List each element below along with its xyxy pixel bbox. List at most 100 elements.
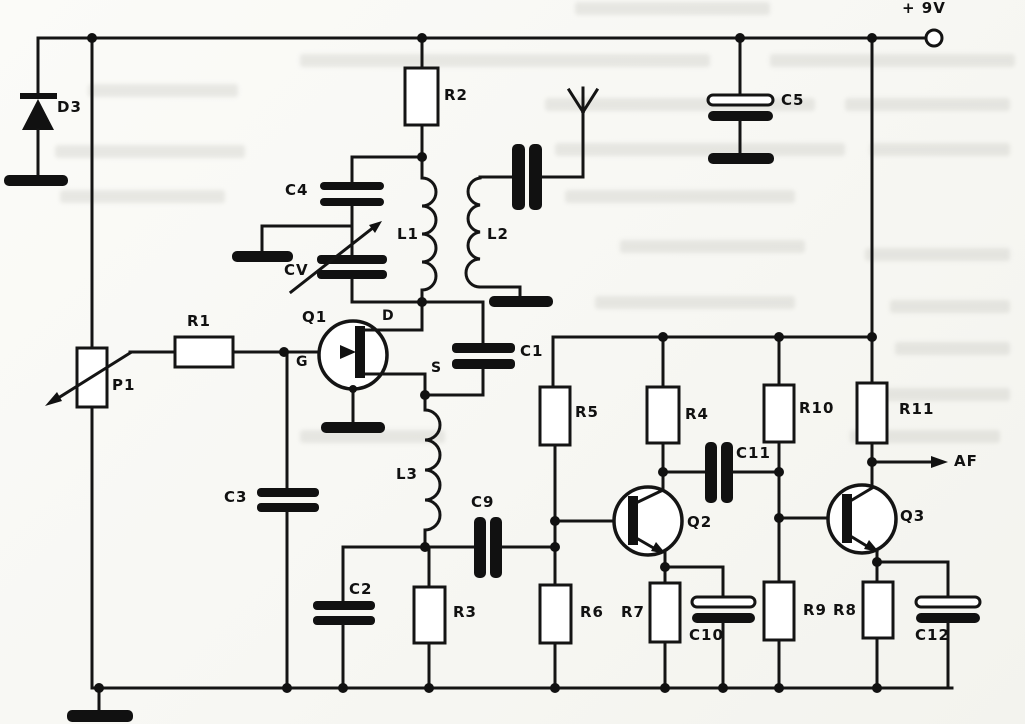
page-bleedthrough-smudge (895, 342, 1010, 355)
label-l1: L1 (397, 225, 419, 243)
collector-lead (849, 460, 874, 503)
capacitor-c12 (914, 595, 982, 609)
resistor-r2-branch (403, 36, 440, 159)
label-d3: D3 (57, 98, 82, 116)
label-cv: CV (284, 261, 309, 279)
fet-q1 (317, 300, 427, 433)
label-r4: R4 (685, 405, 709, 423)
coil-l1 (420, 155, 438, 304)
capacitor-c5-branch (706, 36, 775, 164)
transistor-q2 (612, 470, 684, 569)
battery-terminal (924, 28, 944, 48)
tuning-branch-c4-cv (232, 155, 424, 304)
page-bleedthrough-smudge (890, 300, 1010, 313)
variable-arrowhead (369, 221, 382, 233)
page-bleedthrough-smudge (575, 2, 770, 15)
label-c3: C3 (224, 488, 248, 506)
diode-d3-branch (4, 36, 68, 186)
label-l3: L3 (396, 465, 418, 483)
label-c1: C1 (520, 342, 544, 360)
ground-symbol (67, 710, 133, 722)
af-arrowhead (931, 456, 948, 468)
gate-arrowhead (340, 345, 356, 359)
ground-symbol (4, 175, 68, 186)
fet-channel-bar (355, 326, 365, 378)
page-bleedthrough-smudge (870, 143, 1010, 156)
label-r1: R1 (187, 312, 211, 330)
ground-symbol (708, 153, 774, 164)
collector-lead (635, 470, 665, 505)
potentiometer-p1-branch (45, 36, 133, 690)
drain-lead (363, 300, 424, 332)
base-bar (628, 496, 638, 545)
page-bleedthrough-smudge (620, 240, 805, 253)
page-bleedthrough-smudge (60, 190, 225, 203)
emitter-q2-branch (648, 565, 757, 690)
label-r10: R10 (799, 399, 835, 417)
capacitor-c11 (661, 442, 781, 503)
resistor-r5-r6-column (538, 385, 630, 690)
label-r2: R2 (444, 86, 468, 104)
label-c5: C5 (781, 91, 805, 109)
label-r5: R5 (575, 403, 599, 421)
page-bleedthrough-smudge (595, 296, 795, 309)
capacitor-c9 (341, 517, 557, 578)
emitter-arrowhead (864, 540, 879, 552)
resistor-r10-r9-column (762, 335, 844, 690)
resistor-r3-branch (412, 545, 447, 690)
page-bleedthrough-smudge (300, 430, 445, 443)
label-c9: C9 (471, 493, 495, 511)
page-bleedthrough-smudge (555, 143, 845, 156)
label-c11: C11 (736, 444, 771, 462)
wiper-arrowhead (45, 392, 62, 406)
label-q1: Q1 (302, 308, 328, 326)
ground-symbol (232, 251, 293, 262)
label-q3: Q3 (900, 507, 926, 525)
label-c2: C2 (349, 580, 373, 598)
emitter-arrowhead (651, 542, 666, 554)
label-r9: R9 (803, 601, 827, 619)
label-gate: G (296, 354, 309, 370)
variable-arrow (288, 224, 377, 295)
amp-supply-rail (551, 36, 874, 389)
coil-l3 (423, 393, 442, 549)
label-l2: L2 (487, 225, 509, 243)
page-bleedthrough-smudge (565, 190, 795, 203)
capacitor-c2-branch (313, 545, 375, 690)
ground-symbol (489, 296, 553, 307)
capacitor-c10 (690, 595, 757, 609)
label-q2: Q2 (687, 513, 713, 531)
page-bleedthrough-smudge (770, 54, 1015, 67)
label-af-output: AF (954, 452, 978, 470)
coil-l2 (464, 176, 553, 307)
af-output-arrow (870, 456, 948, 468)
label-power: + 9V (902, 0, 946, 17)
page-bleedthrough-smudge (865, 248, 1010, 261)
page-bleedthrough-smudge (55, 145, 245, 158)
label-r7: R7 (621, 603, 645, 621)
label-c10: C10 (689, 626, 724, 644)
source-lead (363, 372, 427, 397)
base-bar (842, 494, 852, 543)
label-r8: R8 (833, 601, 857, 619)
node-dots (87, 33, 882, 693)
label-r11: R11 (899, 400, 935, 418)
label-r6: R6 (580, 603, 604, 621)
ground-rail (67, 686, 954, 722)
resistor-r4-branch (645, 335, 681, 474)
antenna-branch (478, 86, 600, 210)
label-c4: C4 (285, 181, 309, 199)
label-p1: P1 (112, 376, 136, 394)
emitter-q3-branch (861, 560, 982, 690)
label-r3: R3 (453, 603, 477, 621)
capacitor-c3-branch (257, 350, 319, 690)
capacitor-c1 (420, 300, 515, 397)
ground-symbol (321, 422, 385, 433)
resistor-r1 (128, 335, 346, 369)
transistor-q3 (826, 460, 898, 564)
page-bleedthrough-smudge (88, 84, 238, 97)
label-c12: C12 (915, 626, 950, 644)
label-source: S (431, 360, 443, 376)
